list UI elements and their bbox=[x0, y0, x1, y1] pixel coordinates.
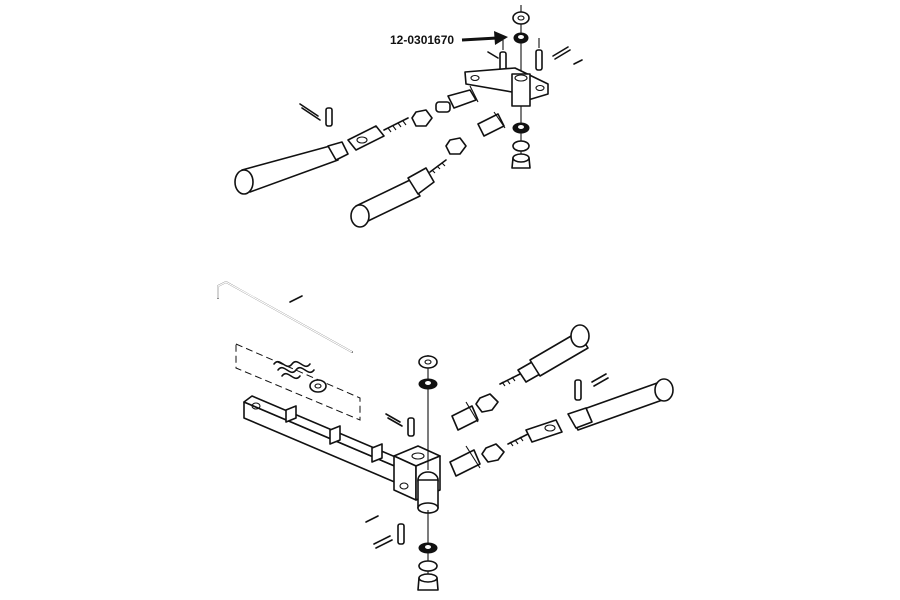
top-lower-stack bbox=[511, 122, 531, 169]
bottom-lower-clevis bbox=[449, 443, 505, 477]
bottom-upper-handle bbox=[499, 324, 590, 387]
bottom-upper-stack bbox=[418, 355, 438, 390]
top-hex-nut-2 bbox=[445, 137, 467, 155]
bottom-pivot-pins bbox=[365, 413, 415, 549]
top-pins bbox=[487, 38, 583, 73]
part-number-label: 12-0301670 bbox=[390, 33, 454, 47]
top-left-pin bbox=[299, 103, 333, 127]
top-hex-nut-1 bbox=[411, 109, 433, 127]
top-left-handle bbox=[234, 141, 349, 195]
bottom-lower-stack bbox=[417, 542, 439, 591]
bottom-pivot-block bbox=[393, 445, 441, 514]
bottom-right-rod-end bbox=[507, 419, 563, 447]
top-washer bbox=[512, 11, 530, 25]
top-lower-handle bbox=[350, 159, 447, 228]
part-callout: 12-0301670 bbox=[390, 31, 508, 47]
top-clevis-upper bbox=[435, 85, 479, 113]
bottom-upper-clevis bbox=[451, 393, 499, 431]
top-assembly: 12-0301670 bbox=[234, 5, 583, 228]
bottom-spring-detail bbox=[235, 343, 361, 421]
bottom-assembly bbox=[217, 281, 674, 591]
top-clevis-lower bbox=[477, 111, 506, 137]
top-bushing bbox=[513, 32, 529, 44]
bottom-base-bracket bbox=[243, 395, 413, 487]
top-bellcrank bbox=[464, 67, 549, 107]
callout-arrow-icon bbox=[494, 31, 508, 45]
top-left-rod-end bbox=[347, 117, 409, 151]
bottom-long-rod bbox=[217, 281, 353, 353]
bottom-right-handle bbox=[567, 373, 674, 431]
